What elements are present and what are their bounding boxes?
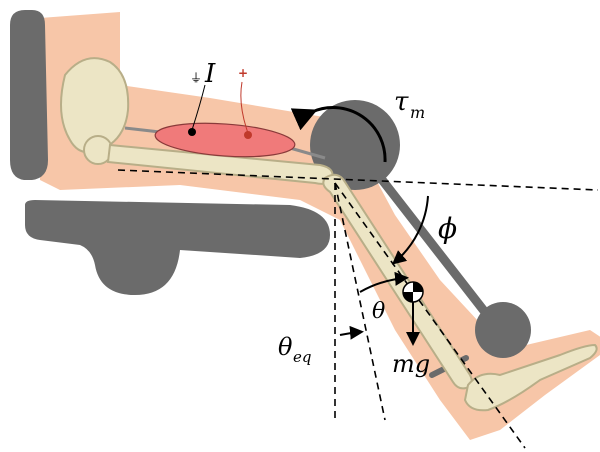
electrode-negative [188, 128, 196, 136]
seat-backrest [10, 10, 48, 180]
theta-label: θ [372, 299, 385, 324]
phi-angle-arc [391, 195, 429, 265]
weight-label: mg [392, 350, 430, 378]
ankle-pad [475, 302, 531, 358]
ground-symbol: ⏚ [190, 71, 202, 85]
plus-symbol: + [238, 66, 248, 80]
theta-eq-symbol: θ [278, 333, 293, 361]
dynamometer [310, 100, 531, 378]
electrode-positive [244, 131, 252, 139]
com-quadrant-bottom [403, 292, 413, 302]
current-label: I [204, 59, 216, 89]
theta-angle-arc [359, 271, 409, 293]
pelvis-bone [60, 57, 130, 154]
seat-cushion [25, 200, 330, 295]
torque-label: τ m [394, 87, 425, 122]
wire-positive [240, 81, 249, 134]
motor-hub [310, 100, 400, 190]
phi-label: ϕ [438, 212, 457, 245]
seat-device [10, 10, 330, 295]
center-of-mass-marker [402, 281, 424, 346]
equilibrium-line [334, 182, 386, 421]
skin-silhouette [40, 12, 600, 440]
com-quadrant-top [413, 282, 423, 292]
foot-bone [463, 343, 598, 412]
theta-eq-subscript: eq [293, 348, 311, 366]
theta-eq-label: θ eq [278, 333, 311, 366]
tendon-distal [289, 146, 326, 160]
reference-lines [117, 169, 599, 449]
stimulation-electrodes: ⏚ + [188, 66, 252, 139]
torque-subscript: m [410, 103, 425, 122]
leg-skin [40, 12, 600, 440]
shank-axis-line [334, 182, 526, 449]
tendon-proximal [124, 126, 161, 134]
wire-negative [191, 84, 206, 131]
torque-symbol: τ [394, 87, 409, 117]
theta-eq-arc [339, 325, 364, 340]
torque-arc-arrow [290, 106, 387, 163]
horizontal-reference-line [117, 169, 599, 191]
